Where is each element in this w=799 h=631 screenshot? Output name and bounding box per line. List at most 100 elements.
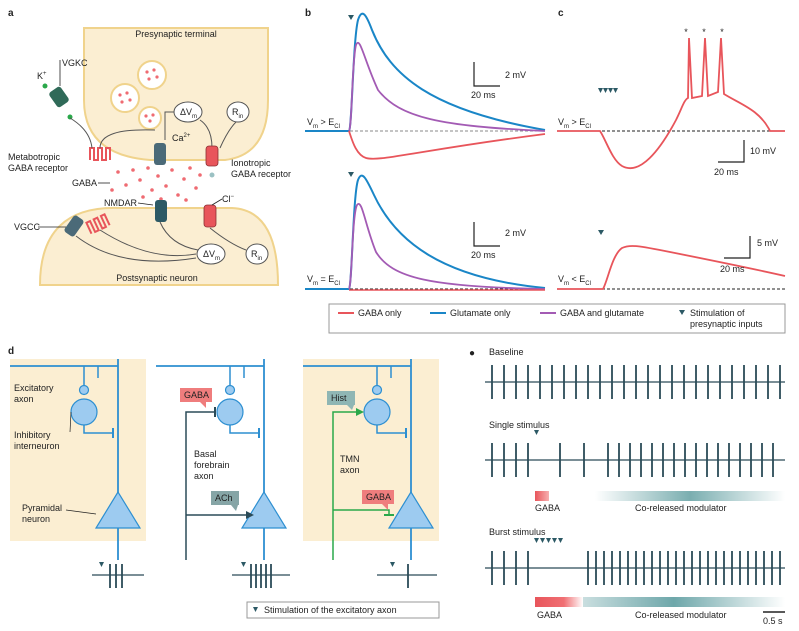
r-in-circle: [226, 101, 250, 123]
metabotropic-receptor: [89, 147, 111, 161]
gaba-trace-bottom: [557, 245, 786, 290]
scalebar-bottom: [473, 222, 500, 247]
pyramidal-neuron: [94, 490, 142, 529]
burst-spike-train: [491, 551, 781, 585]
nmdar-label: NMDAR: [104, 198, 137, 208]
single-spike-train: [491, 443, 774, 477]
panel-c: c Vm > ECl * * * 10 mV 20 ms Vm < ECl 5 …: [557, 8, 786, 290]
hist-tag: [327, 391, 355, 405]
metabotropic-label-2: GABA receptor: [8, 163, 68, 173]
scale-ms-bottom: 20 ms: [471, 250, 496, 260]
vgcc-channel: [64, 215, 84, 237]
gaba-and-glutamate-trace-bottom: [348, 202, 546, 290]
tmn-label-1: TMN: [340, 454, 360, 464]
modulator-label-single: Co-released modulator: [635, 503, 727, 513]
scale-mv-top: 2 mV: [505, 70, 526, 80]
vm-lt-ecl-label: Vm < ECl: [558, 274, 591, 287]
baseline-spike-train: [491, 365, 781, 399]
gaba-and-glutamate-trace-top: [348, 42, 546, 132]
cl-leader: [211, 198, 223, 206]
k-ion: [42, 83, 48, 89]
r-in-circle-post: [245, 243, 269, 265]
gaba-label-burst: GABA: [537, 610, 562, 620]
inhibitory-interneuron: [70, 398, 98, 426]
postsynaptic-neuron: [38, 206, 280, 286]
vm-gt-ecl-label: Vm > ECl: [307, 117, 340, 130]
vm-gt-ecl-label-c: Vm > ECl: [558, 117, 591, 130]
pyramidal-label-1: Pyramidal: [22, 503, 62, 513]
scale-ms-top-c: 20 ms: [714, 167, 739, 177]
stimulus-marker: [99, 562, 104, 567]
interneuron-axon: [376, 425, 405, 434]
burst-stimulus-markers: [598, 88, 618, 93]
synapse-bouton: [371, 384, 383, 396]
arrow: [164, 111, 174, 140]
interneuron-axon: [83, 425, 112, 434]
scalebar-bottom-c: [724, 236, 751, 259]
arrow: [99, 229, 197, 257]
hist-tag-pointer: [347, 405, 354, 410]
basal-label-2: forebrain: [194, 460, 230, 470]
inhibitory-label-2: interneuron: [14, 441, 60, 451]
stimulus-marker: [348, 15, 354, 20]
metabotropic-label-1: Metabotropic: [8, 152, 61, 162]
nmdar-leader: [137, 202, 154, 206]
legend-stim-1: Stimulation of: [690, 308, 745, 318]
time-scale-label: 0.5 s: [763, 616, 783, 626]
arrow: [99, 129, 156, 149]
tmn-branch: [333, 509, 390, 514]
vgcc-label: VGCC: [14, 222, 41, 232]
synapse-bouton: [78, 384, 90, 396]
inhibitory-label-1: Inhibitory: [14, 430, 51, 440]
panel-a-letter: a: [8, 8, 14, 19]
basal-forebrain-axon: [185, 411, 214, 560]
pyramidal-neuron: [240, 490, 288, 529]
hist-tag-label: Hist: [331, 393, 347, 403]
single-stimulus-marker: [534, 430, 539, 435]
panel-a: a Presynaptic terminal Postsynaptic neur…: [8, 8, 291, 286]
legend-box: [328, 303, 786, 334]
panel-b-letter: b: [305, 8, 311, 19]
inhibitory-interneuron: [363, 398, 391, 426]
gaba-trace-depolarizing: [557, 37, 785, 169]
r-in-label-post: Rin: [251, 249, 262, 262]
stimulus-marker: [390, 562, 395, 567]
presynaptic-terminal: [83, 27, 269, 161]
panel-c-letter: c: [558, 8, 564, 19]
gaba-tag: [180, 388, 212, 402]
cl-ion-label: Cl−: [222, 194, 235, 204]
legend-d-box: [246, 601, 440, 619]
modulator-bar-single: [595, 491, 785, 501]
panel-e: ● Baseline Single stimulus Burst stimulu…: [469, 347, 785, 626]
arrowhead: [246, 511, 254, 519]
arrow: [209, 227, 247, 251]
ach-tag-label: ACh: [215, 493, 233, 503]
pyramidal-label-2: neuron: [22, 514, 50, 524]
modulator-bar-burst: [583, 597, 785, 607]
stimulus-marker: [241, 562, 246, 567]
baseline-label: Baseline: [489, 347, 524, 357]
spike-star: *: [720, 27, 724, 37]
scale-mv-top-c: 10 mV: [750, 146, 776, 156]
arrow: [69, 117, 93, 149]
spike-train-d2: [232, 564, 290, 588]
scale-mv-bottom-c: 5 mV: [757, 238, 778, 248]
spike-star: *: [702, 27, 706, 37]
modulator-label-burst: Co-released modulator: [635, 610, 727, 620]
spike-star: *: [684, 27, 688, 37]
gaba-tag-pointer-2: [382, 504, 388, 510]
panel-d-letter: d: [8, 346, 14, 357]
arrow: [199, 119, 213, 149]
metabotropic-receptor-post: [85, 213, 111, 235]
legend-stim-2: presynaptic inputs: [690, 319, 763, 329]
legend: GABA only Glutamate only GABA and glutam…: [328, 303, 786, 334]
ach-tag-pointer: [231, 505, 238, 511]
pyramidal-neuron: [387, 490, 435, 529]
panel-e-letter: ●: [469, 348, 475, 359]
gaba-molecules: [110, 166, 202, 202]
synapse-bouton: [224, 384, 236, 396]
leader: [65, 509, 97, 515]
inhibitory-interneuron: [216, 398, 244, 426]
gaba-only-trace-top: [348, 130, 546, 160]
